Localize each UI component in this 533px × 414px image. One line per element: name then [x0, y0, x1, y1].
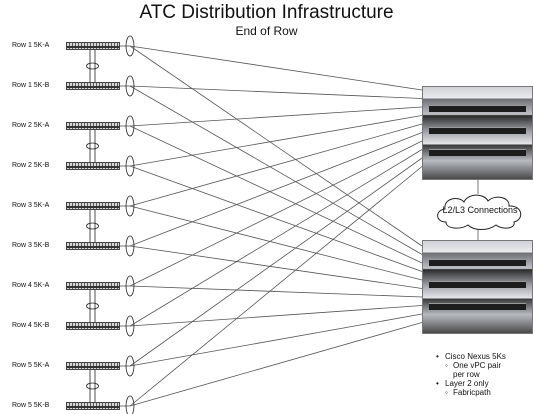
note-subitem-continued: per row: [436, 370, 506, 379]
vpc-peer-ellipse: [86, 222, 99, 230]
uplink-wire-top: [129, 132, 423, 247]
port-channel-ellipse: [125, 315, 135, 337]
row-5-5k-a-label: Row 5 5K-A: [12, 362, 50, 369]
uplink-wire-bottom: [129, 285, 423, 298]
chassis-slot: [429, 259, 526, 266]
row-1-5k-a-label: Row 1 5K-A: [12, 42, 50, 49]
chassis-slot: [429, 149, 526, 156]
row-3-5k-b-switch[interactable]: [66, 242, 120, 250]
note-item: Cisco Nexus 5Ks: [436, 352, 506, 361]
row-4-5k-a-label: Row 4 5K-A: [12, 282, 50, 289]
distribution-chassis-bottom[interactable]: [422, 240, 533, 334]
note-continuation-text: per row: [453, 370, 480, 379]
chassis-slot: [429, 105, 526, 112]
uplink-wire-top: [129, 115, 423, 167]
uplink-wire-bottom: [129, 205, 423, 281]
uplink-wire-bottom: [129, 165, 423, 272]
uplink-wire-bottom: [129, 245, 423, 289]
port-channel-ellipse: [125, 75, 135, 97]
uplink-wire-bottom: [129, 305, 423, 327]
chassis-slot: [429, 281, 526, 288]
row-5-5k-b-label: Row 5 5K-B: [12, 402, 50, 409]
port-channel-ellipse: [125, 275, 135, 297]
chassis-slot: [429, 303, 526, 310]
uplink-wire-top: [129, 85, 423, 99]
port-channel-ellipse: [125, 35, 135, 57]
row-4-5k-b-label: Row 4 5K-B: [12, 322, 50, 329]
cloud-label: L2/L3 Connections: [442, 205, 518, 215]
port-channel-ellipse: [125, 395, 135, 414]
uplink-wire-bottom: [129, 45, 423, 247]
row-1-5k-a-switch[interactable]: [66, 42, 120, 50]
row-4-5k-a-switch[interactable]: [66, 282, 120, 290]
uplink-wire-top: [129, 106, 423, 127]
note-subitem: One vPC pair: [436, 361, 506, 370]
uplink-wire-top: [129, 123, 423, 207]
l2-l3-cloud-icon: [437, 194, 522, 230]
row-5-5k-a-switch[interactable]: [66, 362, 120, 370]
vpc-peer-ellipse: [86, 302, 99, 310]
row-2-5k-b-label: Row 2 5K-B: [12, 162, 50, 169]
row-3-5k-a-switch[interactable]: [66, 202, 120, 210]
row-2-5k-a-label: Row 2 5K-A: [12, 122, 50, 129]
uplink-wire-bottom: [129, 322, 423, 407]
port-channel-ellipse: [125, 115, 135, 137]
row-1-5k-b-label: Row 1 5K-B: [12, 82, 50, 89]
row-2-5k-b-switch[interactable]: [66, 162, 120, 170]
vpc-peer-ellipse: [86, 382, 99, 390]
port-channel-ellipse: [125, 355, 135, 377]
row-4-5k-b-switch[interactable]: [66, 322, 120, 330]
notes-list: Cisco Nexus 5Ks One vPC pair per row Lay…: [436, 352, 506, 397]
row-5-5k-b-switch[interactable]: [66, 402, 120, 410]
uplink-wire-top: [129, 157, 423, 367]
vpc-peer-ellipse: [86, 62, 99, 70]
row-1-5k-b-switch[interactable]: [66, 82, 120, 90]
chassis-slot: [429, 127, 526, 134]
port-channel-ellipse: [125, 195, 135, 217]
port-channel-ellipse: [125, 235, 135, 257]
row-3-5k-b-label: Row 3 5K-B: [12, 242, 50, 249]
uplink-wire-bottom: [129, 313, 423, 367]
uplink-wire-bottom: [129, 85, 423, 255]
uplink-wire-top: [129, 149, 423, 327]
uplink-wire-top: [129, 140, 423, 287]
uplink-wire-bottom: [129, 125, 423, 264]
diagram-title: ATC Distribution Infrastructure: [139, 2, 394, 23]
port-channel-ellipse: [125, 155, 135, 177]
note-subitem: Fabricpath: [436, 388, 506, 397]
note-item: Layer 2 only: [436, 379, 506, 388]
distribution-chassis-top[interactable]: [422, 86, 533, 180]
row-2-5k-a-switch[interactable]: [66, 122, 120, 130]
uplink-wire-top: [129, 166, 423, 407]
uplink-wire-top: [129, 45, 423, 91]
row-3-5k-a-label: Row 3 5K-A: [12, 202, 50, 209]
vpc-peer-ellipse: [86, 142, 99, 150]
diagram-subtitle: End of Row: [235, 24, 298, 38]
